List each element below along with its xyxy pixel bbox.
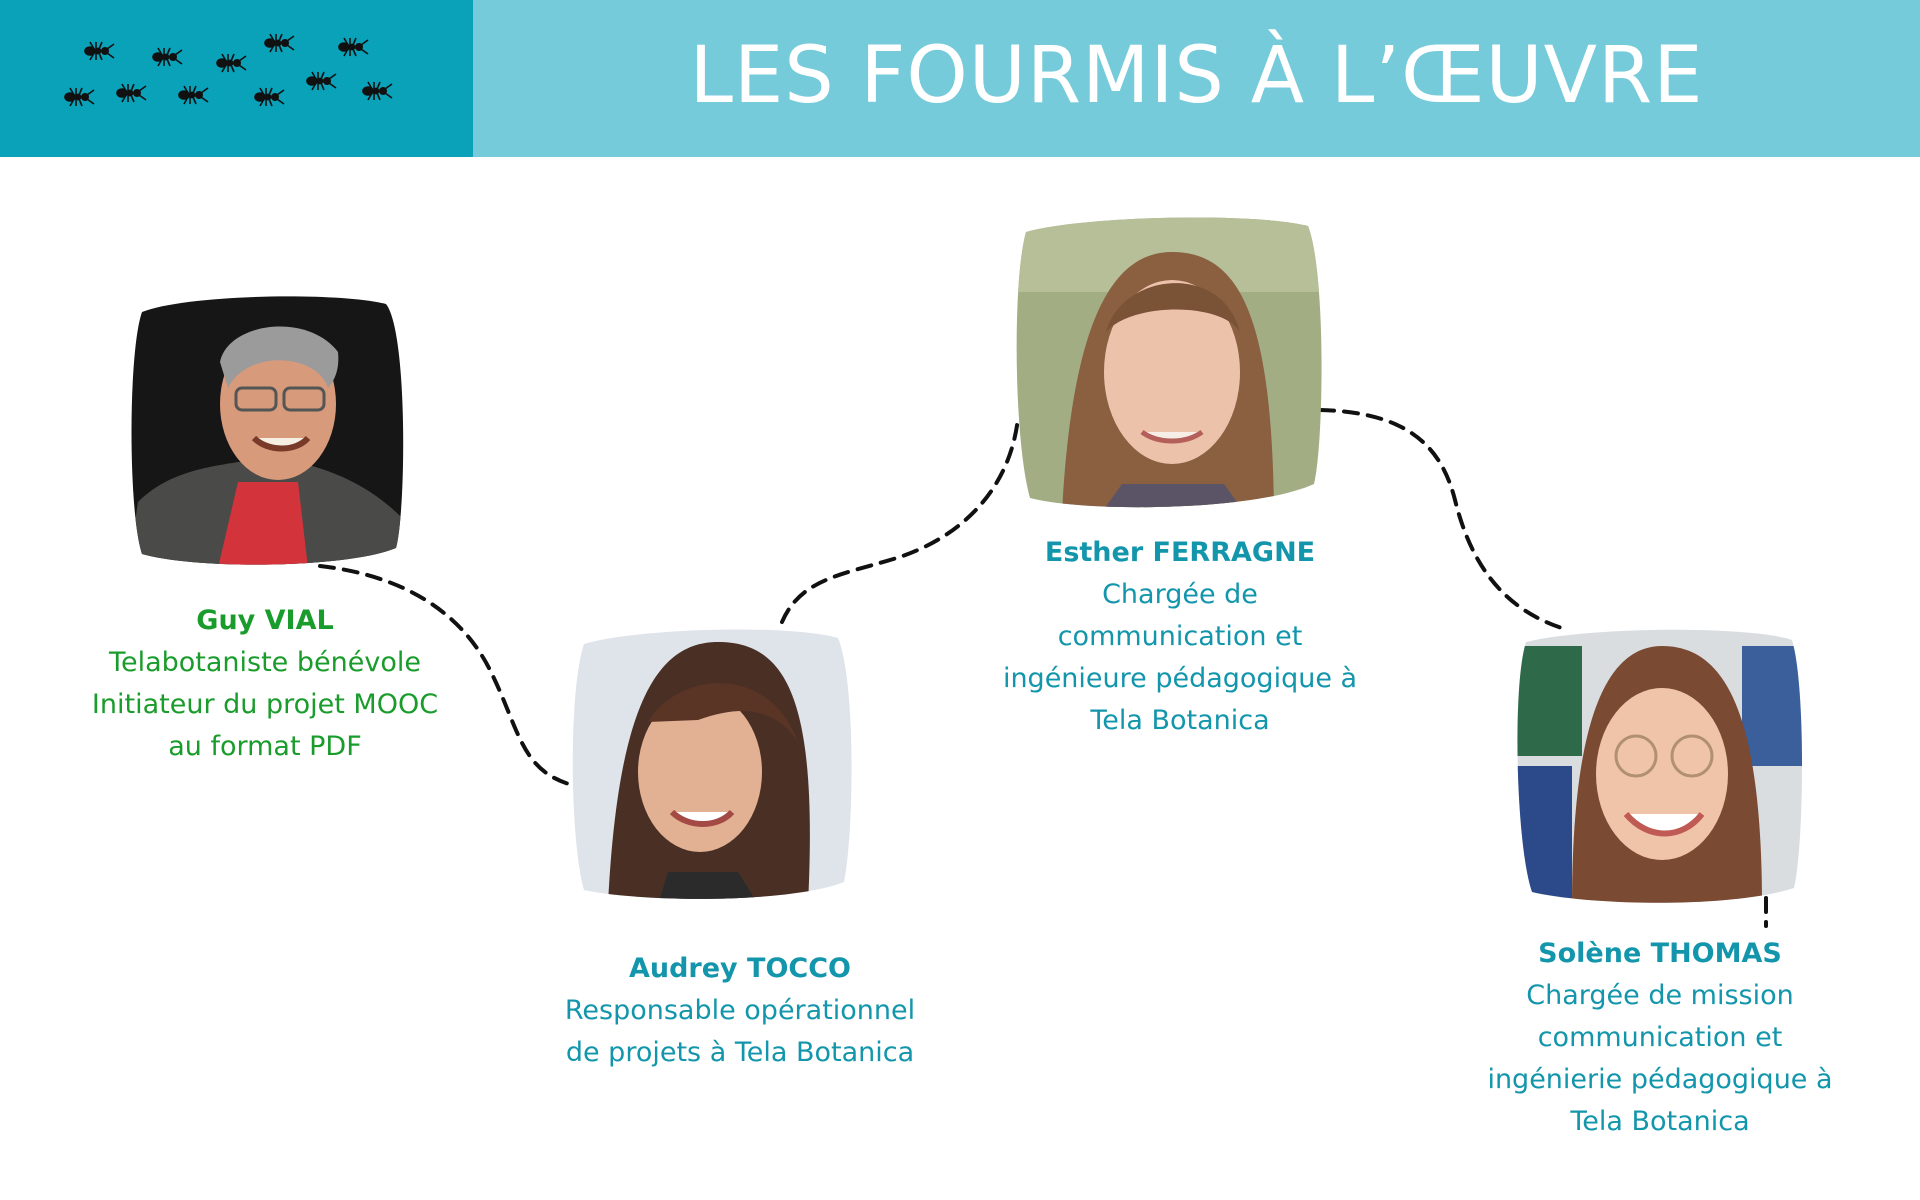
portrait-audrey-tocco — [568, 622, 854, 904]
person-role-line: Telabotaniste bénévole — [109, 647, 421, 678]
ant-icon — [338, 37, 369, 57]
ant-icon — [216, 53, 247, 73]
ant-icon — [306, 71, 337, 91]
person-role-line: Responsable opérationnel — [564, 995, 916, 1026]
person-role-line: ingénierie pédagogique à — [1487, 1064, 1833, 1095]
ant-icon — [264, 33, 295, 53]
person-name: Esther FERRAGNE — [1044, 537, 1316, 568]
caption-guy-vial: Guy VIAL Telabotaniste bénévole Initiate… — [60, 600, 470, 768]
ant-icon — [178, 85, 209, 105]
person-role-line: communication et — [1057, 621, 1303, 652]
portrait-esther-ferragne — [1012, 212, 1324, 512]
person-role-line: Tela Botanica — [1570, 1106, 1750, 1137]
portrait-guy-vial — [128, 292, 406, 568]
ant-icon — [64, 87, 95, 107]
header-right-panel — [473, 0, 1920, 157]
person-name: Guy VIAL — [196, 605, 334, 636]
person-role-line: Initiateur du projet MOOC — [91, 689, 439, 720]
person-role-line: ingénieure pédagogique à — [1002, 663, 1358, 694]
person-role-line: Tela Botanica — [1090, 705, 1270, 736]
person-role-line: Chargée de mission — [1526, 980, 1794, 1011]
person-name: Audrey TOCCO — [628, 953, 852, 984]
ant-icon — [116, 83, 147, 103]
caption-audrey-tocco: Audrey TOCCO Responsable opérationnel de… — [540, 948, 940, 1074]
ant-icon — [152, 47, 183, 67]
ant-icon — [254, 87, 285, 107]
portrait-solene-thomas — [1512, 626, 1804, 906]
page-title: LES FOURMIS À L’ŒUVRE — [689, 30, 1704, 121]
ant-icon — [362, 81, 393, 101]
person-name: Solène THOMAS — [1538, 938, 1782, 969]
header-left-panel — [0, 0, 473, 157]
person-role-line: Chargée de — [1102, 579, 1258, 610]
caption-esther-ferragne: Esther FERRAGNE Chargée de communication… — [980, 532, 1380, 742]
person-role-line: de projets à Tela Botanica — [565, 1037, 915, 1068]
person-role-line: communication et — [1537, 1022, 1783, 1053]
ant-icon — [84, 41, 115, 61]
caption-solene-thomas: Solène THOMAS Chargée de mission communi… — [1460, 933, 1860, 1143]
person-role-line: au format PDF — [168, 731, 362, 762]
